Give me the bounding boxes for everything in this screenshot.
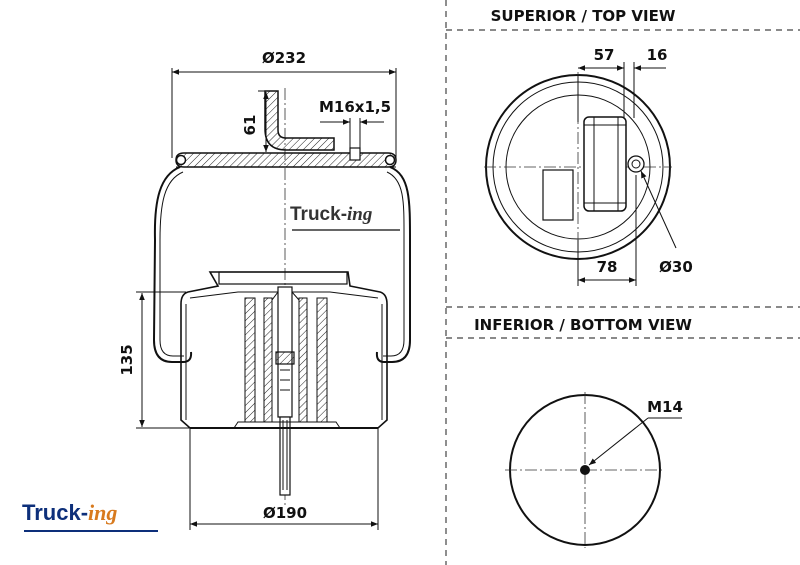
dim-top-c: 78 bbox=[597, 258, 618, 276]
side-view: Ø232 61 M16x1,5 135 Ø190 bbox=[118, 49, 411, 530]
dim-top-thread-label: M16x1,5 bbox=[319, 98, 391, 116]
dim-bracket-height-label: 61 bbox=[241, 115, 259, 136]
dim-top-a: 57 bbox=[594, 46, 615, 64]
dim-top-d: Ø30 bbox=[659, 258, 693, 276]
bellows-outer bbox=[152, 166, 193, 363]
top-view: SUPERIOR / TOP VIEW 57 16 78 Ø30 bbox=[484, 7, 693, 286]
top-stud bbox=[349, 147, 361, 161]
bottom-thread-hole bbox=[580, 465, 590, 475]
bottom-view: INFERIOR / BOTTOM VIEW M14 bbox=[474, 316, 692, 548]
section-dividers bbox=[445, 0, 800, 565]
dim-piston-height-label: 135 bbox=[118, 344, 136, 375]
center-bolt bbox=[275, 286, 295, 496]
top-view-heading: SUPERIOR / TOP VIEW bbox=[491, 7, 676, 25]
dim-diameter-bottom: Ø190 bbox=[189, 428, 379, 530]
svg-text:Truck-ing: Truck-ing bbox=[290, 204, 372, 225]
dim-bottom-thread: M14 bbox=[647, 398, 683, 416]
brand-logo: Truck-ing bbox=[22, 500, 158, 532]
top-view-block bbox=[542, 169, 574, 221]
svg-text:Truck-ing: Truck-ing bbox=[22, 500, 117, 525]
dim-diameter-top: Ø232 bbox=[171, 49, 397, 158]
watermark-logo: Truck-ing bbox=[290, 204, 400, 231]
dim-top-b: 16 bbox=[647, 46, 668, 64]
bottom-view-heading: INFERIOR / BOTTOM VIEW bbox=[474, 316, 692, 334]
top-plate bbox=[175, 152, 397, 168]
top-view-bracket bbox=[583, 116, 627, 212]
dim-diameter-top-label: Ø232 bbox=[262, 49, 306, 67]
dim-bracket-height: 61 bbox=[241, 90, 270, 152]
dim-diameter-bottom-label: Ø190 bbox=[263, 504, 307, 522]
dim-piston-height: 135 bbox=[118, 291, 190, 429]
dim-top-thread: M16x1,5 bbox=[319, 98, 391, 150]
